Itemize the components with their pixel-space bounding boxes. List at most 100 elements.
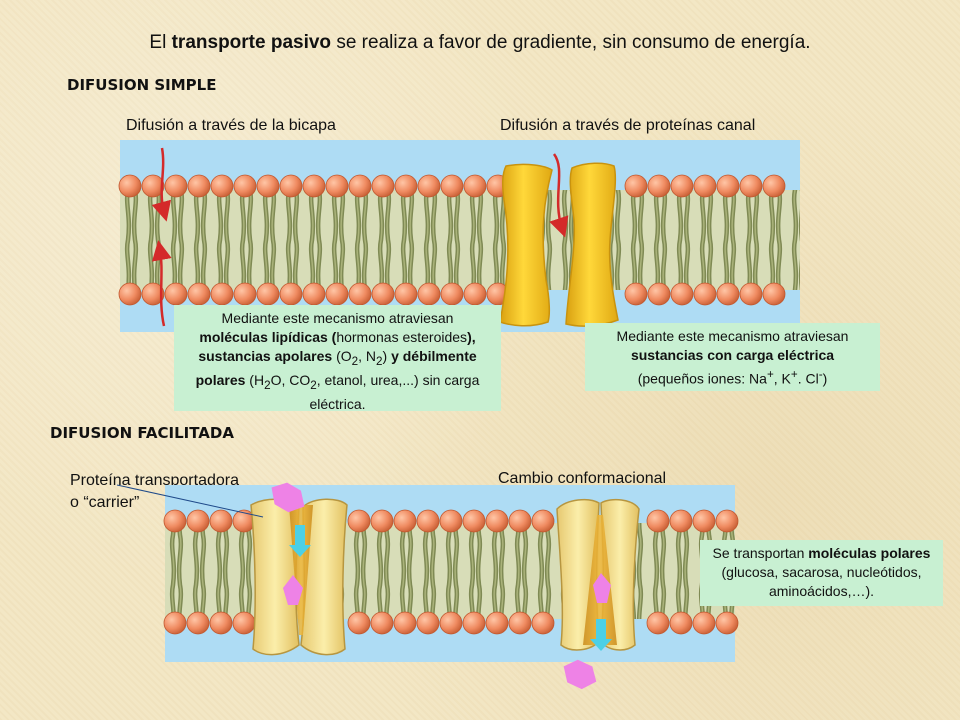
- lipid-head: [233, 174, 257, 198]
- lipid-head: [279, 174, 303, 198]
- carrier-protein-open-outside: [250, 498, 348, 656]
- lipid-head: [209, 611, 233, 635]
- lipid-head: [439, 509, 463, 533]
- lipid-head: [716, 174, 740, 198]
- lipid-head: [187, 282, 211, 306]
- note-simple-channel: Mediante este mecanismo atraviesan susta…: [585, 323, 880, 391]
- lipid-head: [669, 509, 693, 533]
- membrane-simple-diagram: [118, 140, 800, 332]
- lipid-head: [348, 174, 372, 198]
- lipid-head: [348, 282, 372, 306]
- lipid-head: [163, 611, 187, 635]
- label-channel-diffusion: Difusión a través de proteínas canal: [500, 117, 756, 134]
- lipid-head: [371, 282, 395, 306]
- cyan-arrow-down-left: [289, 525, 311, 557]
- lipid-head: [394, 282, 418, 306]
- lipid-head: [394, 174, 418, 198]
- heading-simple-diffusion: DIFUSION SIMPLE: [67, 76, 217, 94]
- lipid-head: [163, 509, 187, 533]
- page-title: El transporte pasivo se realiza a favor …: [149, 32, 811, 53]
- lipid-head: [531, 509, 555, 533]
- lipid-head: [463, 282, 487, 306]
- lipid-head: [187, 174, 211, 198]
- lipid-head: [508, 509, 532, 533]
- lipid-head: [347, 611, 371, 635]
- label-carrier-protein: Proteína transportadora o “carrier”: [70, 472, 239, 511]
- lipid-head: [371, 174, 395, 198]
- lipid-head: [370, 611, 394, 635]
- polar-molecule-in-carrier: [283, 575, 303, 605]
- lipid-head: [279, 282, 303, 306]
- lipid-head: [302, 174, 326, 198]
- lipid-head: [417, 282, 441, 306]
- lipid-head: [209, 509, 233, 533]
- lipid-head: [647, 174, 671, 198]
- lipid-head: [370, 509, 394, 533]
- lipid-head: [416, 611, 440, 635]
- lipid-head: [670, 174, 694, 198]
- lipid-head: [692, 611, 716, 635]
- polar-molecule-in-changed-carrier: [593, 573, 611, 603]
- red-arrow-bilayer: [151, 147, 172, 222]
- lipid-head: [164, 174, 188, 198]
- lipid-head: [141, 282, 165, 306]
- polar-molecule-released: [563, 659, 597, 690]
- polar-molecule-outside: [271, 482, 305, 513]
- lipid-head: [416, 509, 440, 533]
- label-conformational-change: Cambio conformacional: [498, 470, 667, 487]
- cyan-arrow-down-right: [590, 619, 612, 651]
- lipid-head: [325, 282, 349, 306]
- lipid-head: [762, 174, 786, 198]
- lipid-head: [485, 611, 509, 635]
- lipid-head: [715, 611, 739, 635]
- lipid-head: [693, 174, 717, 198]
- lipid-head: [646, 509, 670, 533]
- lipid-head: [233, 282, 257, 306]
- carrier-protein-open-inside: [556, 498, 640, 651]
- channel-protein-left: [499, 163, 553, 327]
- lipid-head: [624, 174, 648, 198]
- lipid-head: [762, 282, 786, 306]
- lipid-head: [739, 174, 763, 198]
- lipid-head: [692, 509, 716, 533]
- lipid-head: [141, 174, 165, 198]
- red-arrow-channel: [549, 153, 569, 238]
- lipid-head: [531, 611, 555, 635]
- lipid-head: [232, 611, 256, 635]
- membrane-facilitated-diagram: [116, 482, 739, 662]
- lipid-head: [256, 174, 280, 198]
- label-bilayer-diffusion: Difusión a través de la bicapa: [126, 117, 336, 134]
- carrier-pointer-line: [116, 484, 264, 518]
- note-facilitated: Se transportan moléculas polares (glucos…: [700, 540, 943, 606]
- lipid-head: [118, 174, 142, 198]
- lipid-head: [440, 174, 464, 198]
- heading-facilitated-diffusion: DIFUSION FACILITADA: [50, 424, 234, 442]
- lipid-head: [347, 509, 371, 533]
- lipid-head: [439, 611, 463, 635]
- note-simple-bilayer: Mediante este mecanismo atraviesan moléc…: [174, 305, 501, 412]
- lipid-head: [693, 282, 717, 306]
- lipid-head: [210, 282, 234, 306]
- lipid-head: [485, 509, 509, 533]
- lipid-head: [670, 282, 694, 306]
- lipid-head: [440, 282, 464, 306]
- lipid-head: [302, 282, 326, 306]
- lipid-head: [393, 509, 417, 533]
- channel-protein-right: [565, 162, 619, 327]
- lipid-head: [508, 611, 532, 635]
- lipid-head: [186, 611, 210, 635]
- lipid-head: [462, 611, 486, 635]
- lipid-head: [715, 509, 739, 533]
- lipid-head: [624, 282, 648, 306]
- lipid-head: [164, 282, 188, 306]
- lipid-head: [647, 282, 671, 306]
- lipid-heads-top: [118, 174, 786, 198]
- lipid-head: [256, 282, 280, 306]
- lipid-head: [417, 174, 441, 198]
- lipid-head: [118, 282, 142, 306]
- lipid-head: [210, 174, 234, 198]
- lipid-head: [669, 611, 693, 635]
- lipid-head: [325, 174, 349, 198]
- lipid-head: [739, 282, 763, 306]
- lipid-heads-bottom: [118, 282, 786, 306]
